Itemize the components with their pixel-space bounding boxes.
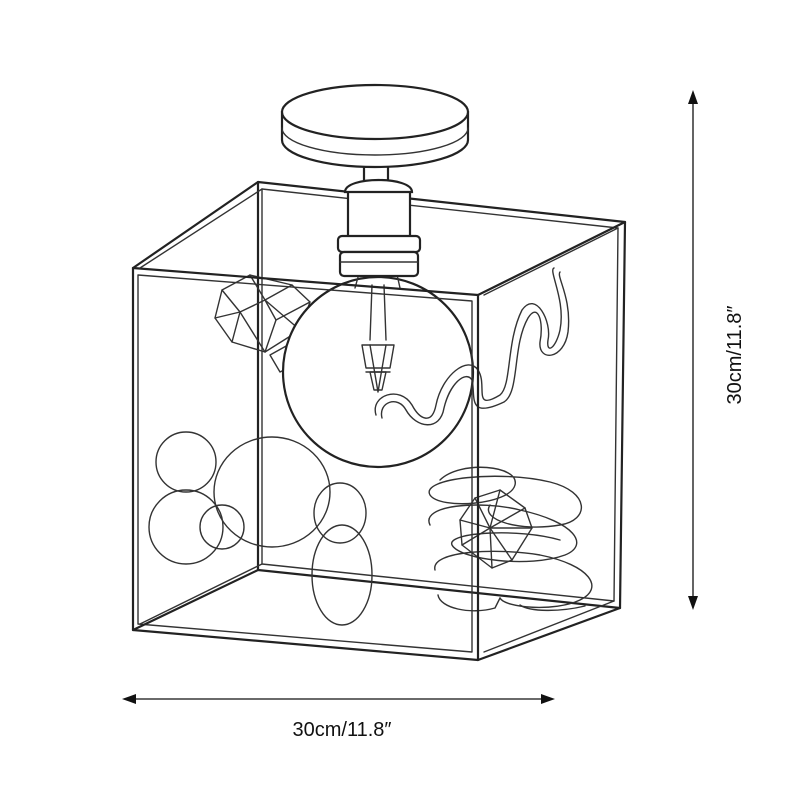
- light-bulb: [281, 269, 475, 469]
- gem-lower-right: [459, 489, 533, 569]
- spiral-coil-lower: [428, 466, 593, 612]
- height-dimension: 30cm/11.8″: [688, 90, 746, 610]
- spiral-tube-front: [374, 364, 479, 426]
- bubble-cluster-left: [148, 431, 373, 626]
- bulb-filament: [361, 284, 395, 393]
- arrow-left-icon: [122, 694, 136, 704]
- width-label: 30cm/11.8″: [293, 719, 392, 741]
- ceiling-canopy: [280, 83, 470, 169]
- arrow-up-icon: [688, 90, 698, 104]
- arrow-right-icon: [541, 694, 555, 704]
- height-label: 30cm/11.8″: [724, 306, 746, 405]
- arrow-down-icon: [688, 596, 698, 610]
- cube-front-frame: [131, 180, 627, 662]
- width-dimension: 30cm/11.8″: [122, 694, 555, 741]
